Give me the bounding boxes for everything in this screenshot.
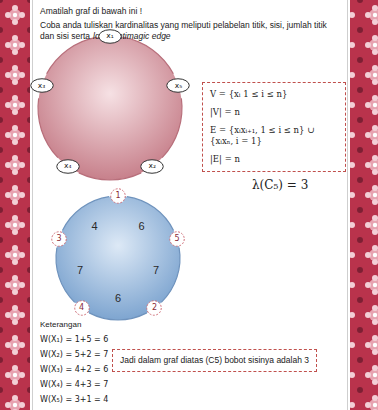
vertex-outline: [167, 79, 190, 93]
cycle-edge: [127, 197, 174, 231]
floral-border: [0, 0, 30, 410]
weight-line: W(X₅) = 3+1 = 4: [40, 395, 108, 404]
vertex-label: x₄: [56, 159, 80, 174]
graph-vertex: x₂: [140, 159, 164, 174]
vertex-label: 4: [74, 300, 90, 316]
instruction-part: Coba anda tuliskan kardinalitas yang mel…: [40, 20, 327, 41]
vertex-outline: [170, 232, 185, 247]
math-line: E = {xᵢxᵢ₊₁, 1 ≤ i ≤ n} ∪ {xᵢxₙ, i = 1}: [210, 125, 338, 147]
conclusion-box: Jadi dalam graf diatas (C5) bobot sisiny…: [112, 349, 317, 372]
page-title: Amatilah graf di bawah ini !: [40, 6, 142, 16]
definition-box: V = {xᵢ 1 ≤ i ≤ n} |V| = n E = {xᵢxᵢ₊₁, 1 …: [202, 82, 346, 172]
cycle-edge: [56, 248, 75, 303]
weight-line: W(X₃) = 4+2 = 6: [40, 365, 108, 374]
vertex-label: 2: [146, 300, 162, 316]
cycle-edge: [162, 98, 182, 157]
edge-weight: 6: [115, 292, 121, 304]
conclusion-text: Jadi dalam graf diatas (C5) bobot sisiny…: [120, 355, 309, 366]
vertex-outline: [111, 189, 126, 204]
graph-vertex: x₅: [166, 78, 190, 93]
legend-heading: Keterangan: [40, 320, 81, 329]
cycle-edge: [79, 173, 141, 180]
weight-line: W(X₁) = 1+5 = 6: [40, 335, 108, 344]
math-line: |V| = n: [210, 107, 338, 118]
cycle-edge: [161, 248, 180, 303]
cycle-edge: [89, 313, 147, 320]
vertex-label: x₁: [98, 29, 122, 44]
page-frame: [33, 0, 348, 410]
vertex-outline: [141, 159, 164, 173]
edge-weight: 7: [77, 264, 83, 276]
graph-vertex: 5: [169, 231, 185, 247]
vertex-label: x₃: [30, 78, 54, 93]
vertex-label: x₅: [166, 78, 190, 93]
vertex-label: 3: [51, 231, 67, 247]
graph-disc: [38, 36, 182, 180]
edge-weight: 6: [138, 220, 144, 232]
vertex-outline: [147, 301, 162, 316]
edge-weight: 4: [91, 220, 97, 232]
lambda-value: λ(C₅) = 3: [252, 178, 308, 192]
vertex-label: 1: [110, 188, 126, 204]
graph-vertex: 4: [74, 300, 90, 316]
vertex-label: 5: [169, 231, 185, 247]
graph-vertex: x₃: [30, 78, 54, 93]
graph-vertex: x₁: [98, 29, 122, 44]
graph-vertex: x₄: [56, 159, 80, 174]
cycle-edge: [62, 197, 109, 231]
graph-disc: [56, 196, 180, 320]
cycle-edge: [47, 37, 97, 74]
vertex-outline: [56, 159, 79, 173]
cycle-edge: [123, 37, 173, 74]
vertex-outline: [52, 232, 67, 247]
vertex-outline: [74, 301, 89, 316]
graph-vertex: 2: [146, 300, 162, 316]
math-line: V = {xᵢ 1 ≤ i ≤ n}: [210, 89, 338, 100]
floral-border: [350, 0, 378, 410]
weight-line: W(X₂) = 5+2 = 7: [40, 350, 108, 359]
weight-line: W(X₄) = 4+3 = 7: [40, 380, 108, 389]
instruction-text: Coba anda tuliskan kardinalitas yang mel…: [40, 20, 332, 42]
vertex-outline: [30, 79, 53, 93]
math-line: |E| = n: [210, 154, 338, 165]
vertex-outline: [99, 29, 122, 43]
cycle-edge: [38, 98, 58, 157]
vertex-label: x₂: [140, 159, 164, 174]
graph-vertex: 1: [110, 188, 126, 204]
edge-weight: 7: [153, 264, 159, 276]
graph-vertex: 3: [51, 231, 67, 247]
